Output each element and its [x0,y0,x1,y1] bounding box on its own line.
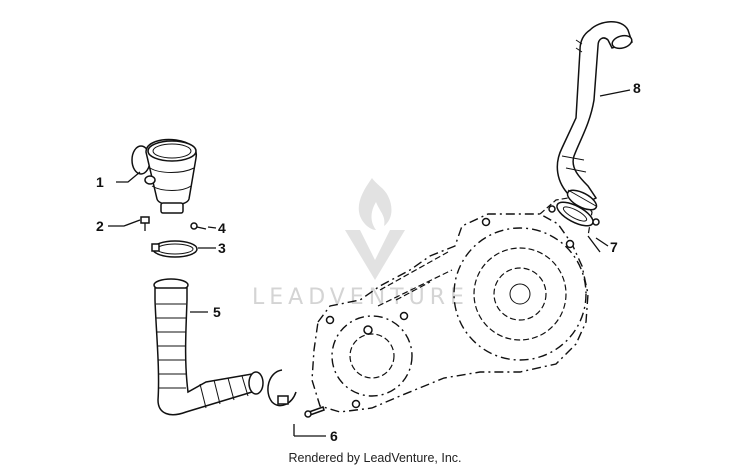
callout-6: 6 [330,428,338,444]
clutch-cover [311,195,593,413]
hose-clamp [151,240,198,258]
outlet-clamp [267,369,325,418]
callout-3: 3 [218,240,226,256]
callout-5: 5 [213,304,221,320]
callout-4: 4 [218,220,226,236]
outlet-duct [556,21,633,211]
callout-8: 8 [633,80,641,96]
watermark-text: LEADVENTURE [252,285,469,310]
air-filter [131,138,198,214]
intake-duct [153,278,264,416]
callout-1: 1 [96,174,104,190]
screw [140,216,150,231]
watermark: LEADVENTURE [252,178,469,310]
callout-7: 7 [610,239,618,255]
clamp-screw [190,222,207,230]
callout-2: 2 [96,218,104,234]
watermark-flame-icon [345,178,405,280]
footer-credit: Rendered by LeadVenture, Inc. [288,451,462,465]
leader-lines [108,89,631,437]
